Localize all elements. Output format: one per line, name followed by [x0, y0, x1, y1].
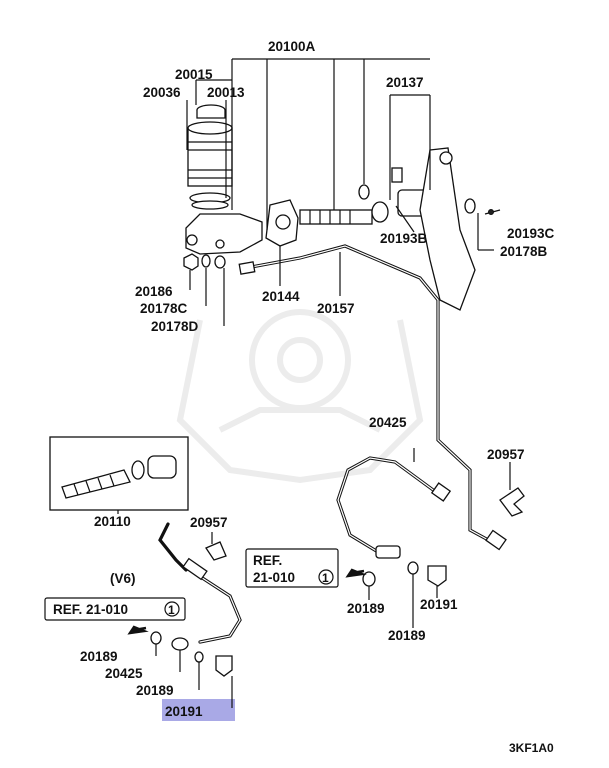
- ref-right-num: 1: [322, 571, 329, 585]
- label-20193B: 20193B: [380, 231, 428, 246]
- label-20178C: 20178C: [140, 301, 188, 316]
- label-20957-right: 20957: [487, 447, 525, 462]
- label-v6: (V6): [110, 571, 136, 586]
- label-20189-right-a: 20189: [347, 601, 385, 616]
- label-20191-left: 20191: [165, 704, 203, 719]
- label-20193C: 20193C: [507, 226, 555, 241]
- label-20189-right-b: 20189: [388, 628, 426, 643]
- label-20036: 20036: [143, 85, 181, 100]
- label-20191-right: 20191: [420, 597, 458, 612]
- arrow-icon-left: [127, 625, 149, 635]
- hardware-nuts: [183, 253, 226, 271]
- label-20178D: 20178D: [151, 319, 199, 334]
- label-20144: 20144: [262, 289, 300, 304]
- watermark-emblem: [176, 309, 424, 484]
- clutch-pipe-upper: [238, 244, 507, 551]
- highlight-box: [162, 699, 235, 721]
- label-20137: 20137: [386, 75, 424, 90]
- label-20013: 20013: [207, 85, 245, 100]
- label-20157: 20157: [317, 301, 355, 316]
- ref-left-num: 1: [168, 603, 175, 617]
- master-cylinder-assembly: [185, 104, 501, 311]
- ref-box-right[interactable]: REF. 21-010 1: [245, 548, 339, 588]
- clutch-pipe-v6: [150, 522, 242, 677]
- ref-right-line2: 21-010: [253, 570, 295, 585]
- part-labels: 20100A 20015 20036 20013 20137 20193B 20…: [80, 39, 555, 755]
- ref-right-line1: REF.: [253, 553, 282, 568]
- label-20425-top: 20425: [369, 415, 407, 430]
- label-20015: 20015: [175, 67, 213, 82]
- repair-kit-box: [49, 436, 189, 511]
- ref-box-left[interactable]: REF. 21-010 1: [44, 597, 186, 621]
- label-20425-left: 20425: [105, 666, 143, 681]
- label-20189-left-a: 20189: [80, 649, 118, 664]
- label-20957-left: 20957: [190, 515, 228, 530]
- clip-right: [499, 487, 525, 517]
- arrow-icon-right: [345, 568, 367, 578]
- label-20110: 20110: [94, 514, 131, 529]
- label-20178B: 20178B: [500, 244, 548, 259]
- label-20189-left-b: 20189: [136, 683, 174, 698]
- label-20186: 20186: [135, 284, 173, 299]
- clutch-hose-right: [336, 456, 452, 587]
- leader-lines: [117, 58, 511, 708]
- label-20100A: 20100A: [268, 39, 316, 54]
- ref-left-text: REF. 21-010: [53, 602, 128, 617]
- footer-code: 3KF1A0: [509, 741, 554, 755]
